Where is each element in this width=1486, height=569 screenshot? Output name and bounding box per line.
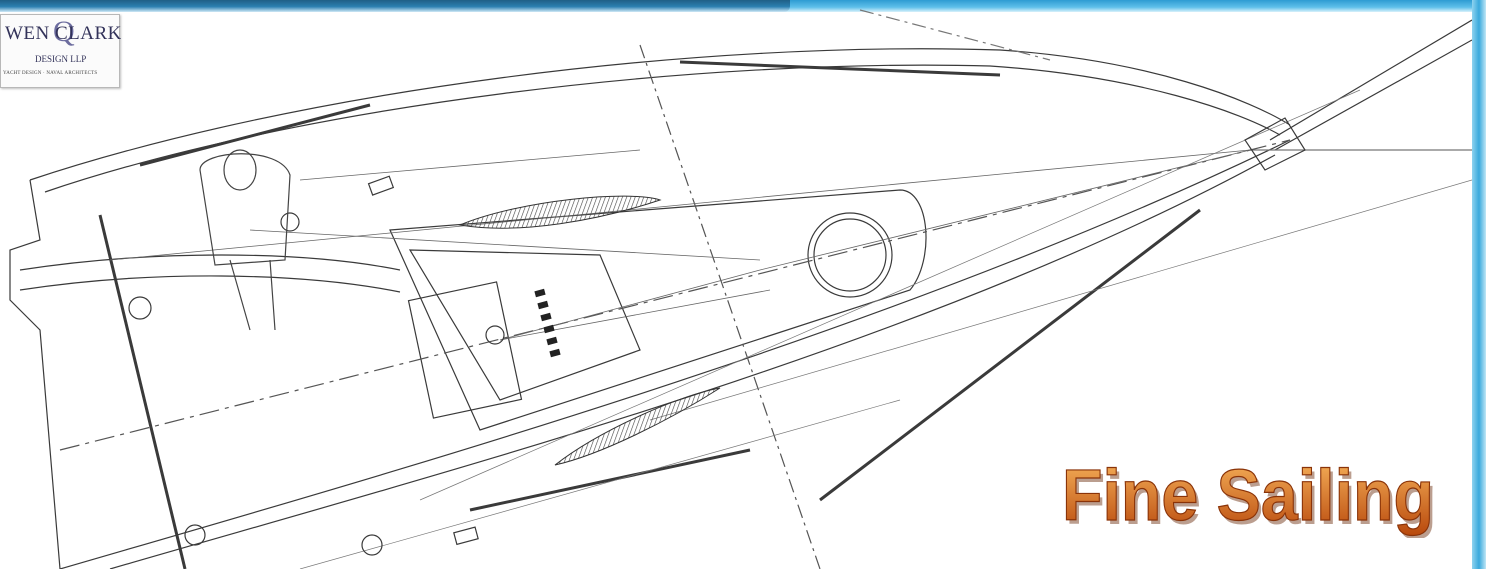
grab-rail-4 — [469, 448, 751, 512]
bowsprit-line-2 — [1274, 39, 1472, 151]
cockpit-seat-top — [19, 254, 401, 271]
winch-5 — [184, 524, 206, 546]
hull-outline-top-inner — [44, 64, 1281, 193]
company-logo: Q WEN CLARKE DESIGN LLP YACHT DESIGN · N… — [0, 14, 121, 88]
cabin-house-inner — [408, 249, 641, 401]
logo-company-sub: DESIGN LLP — [35, 54, 87, 64]
grab-rail-1 — [139, 103, 371, 167]
grab-rail-2 — [679, 60, 1001, 77]
logo-company-name: WEN CLARKE — [5, 23, 121, 44]
center-line — [59, 139, 1291, 451]
cockpit-seat-top-2 — [19, 275, 401, 293]
crew-figure — [199, 149, 291, 331]
fore-hatch-outer — [807, 212, 893, 298]
title-text: Fine Sailing — [1062, 456, 1434, 536]
hull-outline-bottom — [59, 139, 1291, 569]
dashed-line-top — [859, 9, 1051, 61]
winch-2 — [485, 325, 505, 345]
cabin-house — [389, 189, 927, 431]
winch-1 — [280, 212, 300, 232]
fine-sailing-title: Fine Sailing Fine Sailing — [1061, 455, 1437, 538]
winch-4 — [128, 296, 152, 320]
transom — [9, 179, 61, 569]
frame-top-dark-band — [0, 0, 790, 12]
frame-right-border — [1472, 0, 1486, 569]
logo-mark: Q — [53, 15, 75, 48]
hatched-area-top — [458, 195, 662, 229]
hull-outline-top — [29, 48, 1291, 181]
clutch-bank — [534, 288, 561, 358]
grab-rail-3 — [819, 208, 1201, 502]
station-line — [639, 44, 821, 569]
bowsprit-line — [1269, 19, 1472, 141]
bow-fitting — [1244, 117, 1306, 171]
tiller — [98, 214, 187, 569]
logo-tagline: YACHT DESIGN · NAVAL ARCHITECTS — [3, 71, 98, 76]
winch-3 — [361, 534, 383, 556]
hatched-area-bottom — [554, 387, 721, 466]
fore-hatch-inner — [813, 218, 887, 292]
title-shadow: Fine Sailing — [1065, 460, 1437, 538]
